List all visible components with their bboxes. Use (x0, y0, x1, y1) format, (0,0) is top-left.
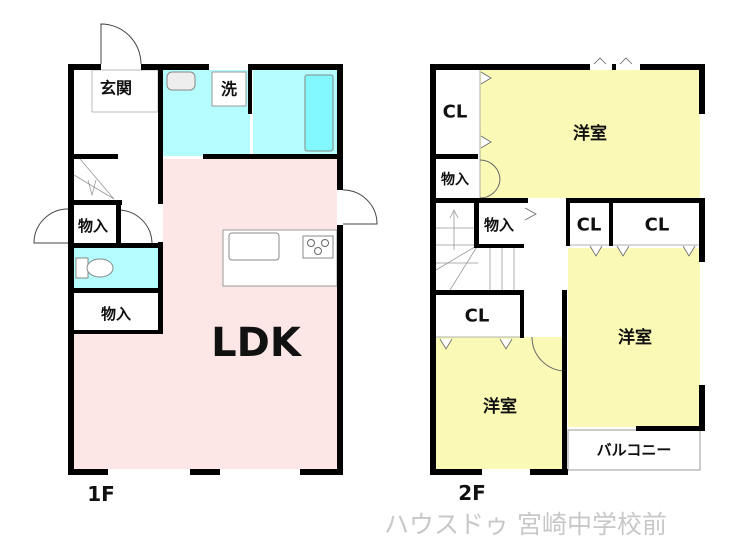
closet-doors (439, 57, 696, 350)
entrance-door (100, 23, 142, 65)
toilet-door (117, 209, 153, 245)
western-room-top-label: 洋室 (573, 123, 607, 144)
storage-left-label: 物入 (441, 171, 469, 188)
kitchen-sink (228, 232, 280, 261)
walls-2f (430, 64, 705, 475)
bedroom-door (531, 336, 567, 372)
balcony-label: バルコニー (597, 441, 672, 459)
side-door (33, 208, 69, 244)
western-room-top-area (480, 70, 700, 198)
floor-1-label: 1F (87, 482, 115, 506)
storage-upper-label: 物入 (78, 217, 108, 235)
balcony-area (567, 429, 701, 471)
floor-2: CL 洋室 物入 物入 CL CL 洋室 CL 洋室 バルコニー 2F (430, 57, 705, 505)
western-room-bottom-label: 洋室 (483, 396, 517, 417)
storage-stair-label: 物入 (484, 216, 514, 234)
toilet-fixture (75, 257, 89, 279)
western-room-bottom-area (436, 337, 563, 469)
closet-top-label: CL (443, 102, 468, 123)
walls-1f (68, 64, 343, 475)
watermark: ハウスドゥ 宮崎中学校前 (384, 510, 667, 539)
closet-mid2-label: CL (645, 215, 670, 236)
storage-lower-label: 物入 (101, 305, 131, 323)
storage-door (479, 159, 501, 199)
washroom-label: 洗 (221, 80, 237, 99)
stairs-1f (73, 158, 115, 200)
floor-2-label: 2F (458, 481, 486, 505)
closet-mid1-label: CL (577, 215, 602, 236)
western-room-right-area (568, 248, 700, 427)
floor-1: 玄関 洗 物入 物入 LDK 1F (33, 23, 378, 506)
stairs-2f (435, 70, 700, 338)
western-room-right-label: 洋室 (618, 327, 652, 348)
ldk-door (342, 189, 378, 225)
ldk-label: LDK (211, 320, 303, 366)
toilet-bowl (86, 258, 114, 278)
washroom-label-box (211, 71, 247, 107)
bathtub (304, 74, 334, 152)
closet-left-label: CL (465, 306, 490, 327)
entrance-label: 玄関 (100, 79, 132, 98)
sink (166, 71, 196, 91)
